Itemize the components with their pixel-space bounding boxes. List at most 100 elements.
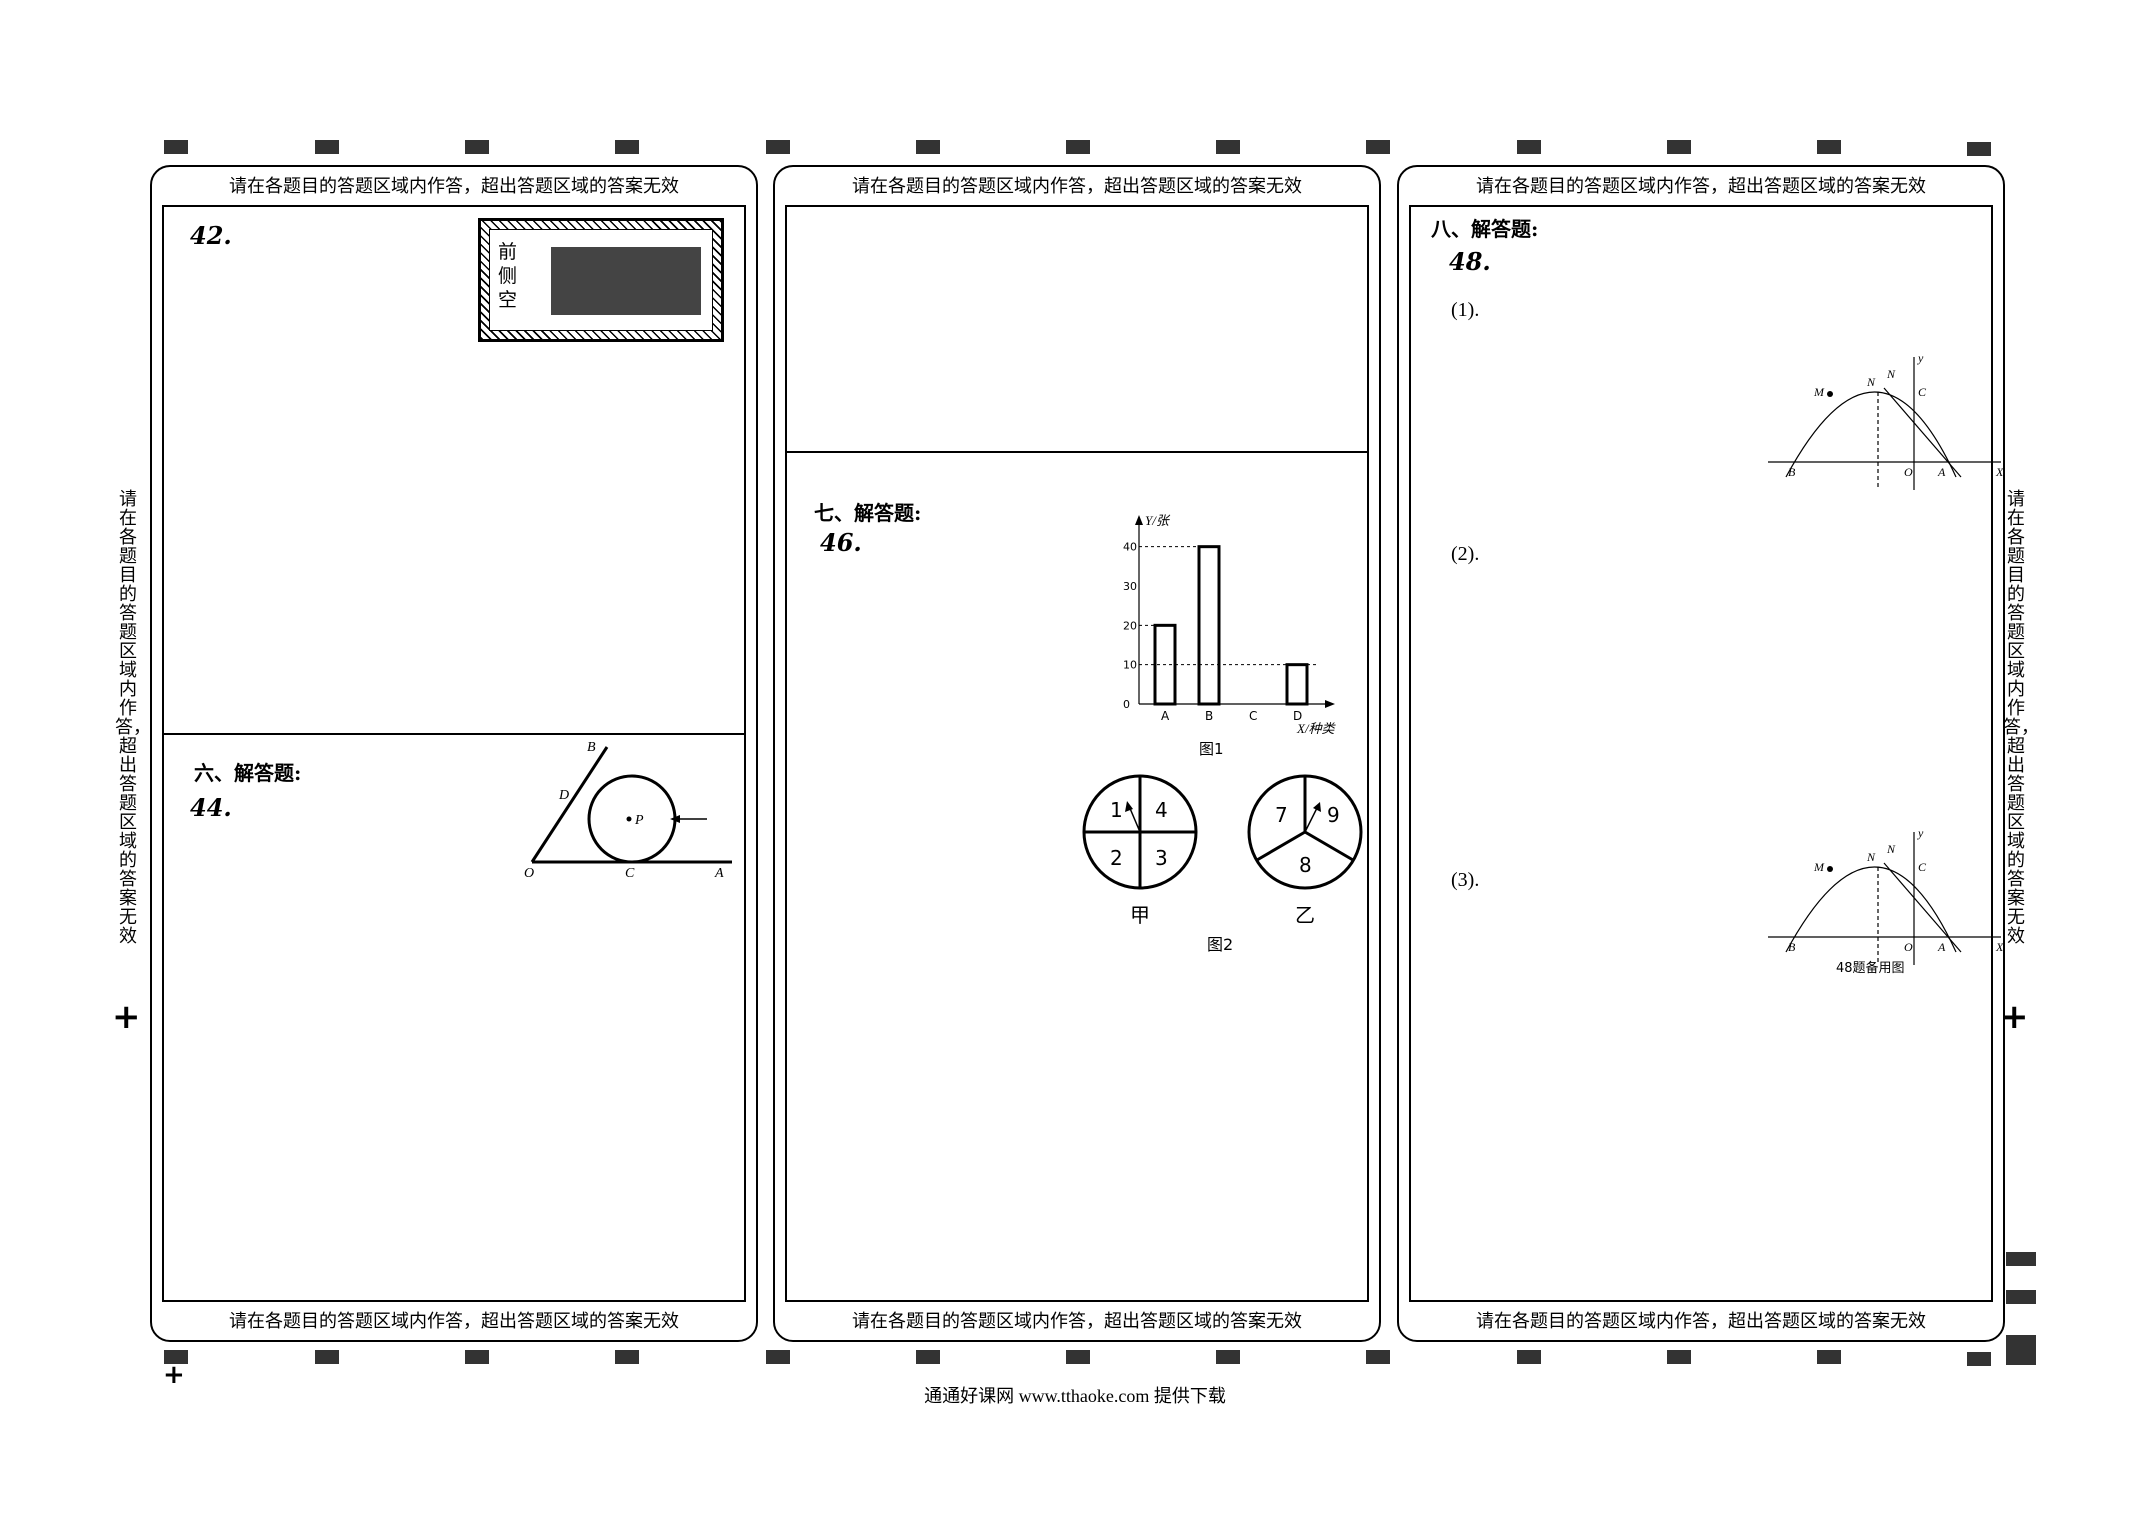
svg-text:M: M [1813, 385, 1825, 399]
timing-mark [1366, 1350, 1390, 1364]
svg-text:C: C [1918, 385, 1927, 399]
timing-mark [315, 1350, 339, 1364]
svg-text:M: M [1813, 860, 1825, 874]
svg-text:X: X [1995, 465, 2004, 479]
timing-mark [1967, 1352, 1991, 1366]
figure-44-tangent-circle: B D P O C A [524, 740, 732, 881]
label-c: C [625, 866, 635, 881]
crosshair-mark: + [163, 1360, 185, 1390]
svg-text:O: O [1904, 465, 1913, 479]
spinner-yi-number: 7 [1275, 803, 1288, 827]
chart-bar [1285, 663, 1309, 706]
svg-text:y: y [1917, 351, 1924, 365]
svg-text:B: B [1788, 940, 1796, 954]
timing-mark [916, 140, 940, 154]
chart-category-label: D [1293, 709, 1302, 723]
footer-credit: 通通好课网 www.tthaoke.com 提供下载 [924, 1386, 1226, 1406]
chart-category-label: B [1205, 709, 1213, 723]
chart-y-label: Y/张 [1145, 513, 1171, 528]
timing-mark [465, 140, 489, 154]
sub-question-3: (3). [1451, 869, 1480, 891]
timing-mark [1366, 140, 1390, 154]
svg-text:C: C [1918, 860, 1927, 874]
panel-notice-top: 请在各题目的答题区域内作答，超出答题区域的答案无效 [229, 176, 679, 197]
spinner-jia-number: 1 [1110, 798, 1123, 822]
divider [787, 451, 1367, 453]
timing-mark [615, 1350, 639, 1364]
svg-text:y: y [1917, 826, 1924, 840]
spinner-jia-number: 2 [1110, 846, 1123, 870]
label-b: B [587, 740, 596, 755]
side-notice-left: 请在各题目的答题区域内作答，超出答题区域的答案无效 [115, 489, 151, 947]
panel-notice-top: 请在各题目的答题区域内作答，超出答题区域的答案无效 [852, 176, 1302, 197]
blank-block [551, 247, 701, 315]
reserved-note-box: 前侧空 [478, 218, 724, 342]
timing-mark [766, 1350, 790, 1364]
chart-y-tick-label: 0 [1123, 698, 1130, 711]
spinner-jia-label: 甲 [1130, 903, 1150, 927]
section-heading-6: 六、解答题: [194, 761, 302, 785]
spinner-jia-number: 4 [1155, 798, 1168, 822]
chart-y-tick-label: 40 [1123, 541, 1137, 554]
question-number-48: 48. [1449, 247, 1491, 276]
spinner-yi-label: 乙 [1295, 903, 1315, 927]
parabola-figure: M N N C y B O A X [1768, 351, 2004, 490]
panel-notice-bottom: 请在各题目的答题区域内作答，超出答题区域的答案无效 [1476, 1311, 1926, 1332]
chart-y-tick-label: 30 [1123, 580, 1137, 593]
figure-2-caption: 图2 [1207, 935, 1233, 954]
timing-mark [1066, 1350, 1090, 1364]
panel-notice-bottom: 请在各题目的答题区域内作答，超出答题区域的答案无效 [852, 1311, 1302, 1332]
panel-notice-bottom: 请在各题目的答题区域内作答，超出答题区域的答案无效 [229, 1311, 679, 1332]
svg-text:N: N [1866, 850, 1876, 864]
chart-category-label: C [1249, 709, 1257, 723]
section-heading-8: 八、解答题: [1431, 217, 1539, 241]
spinner-yi-number: 9 [1327, 803, 1340, 827]
timing-mark [916, 1350, 940, 1364]
panel-notice-top: 请在各题目的答题区域内作答，超出答题区域的答案无效 [1476, 176, 1926, 197]
svg-text:N: N [1886, 367, 1896, 381]
label-d: D [558, 788, 569, 803]
chart-bar [1197, 545, 1221, 706]
label-a: A [714, 866, 724, 881]
chart-y-tick-label: 10 [1123, 659, 1137, 672]
timing-mark [1817, 1350, 1841, 1364]
timing-mark [2006, 1252, 2036, 1266]
timing-mark [1667, 140, 1691, 154]
spinner-jia-number: 3 [1155, 846, 1168, 870]
chart-x-label: X/种类 [1296, 721, 1337, 736]
sub-question-1: (1). [1451, 299, 1480, 321]
svg-text:O: O [1904, 940, 1913, 954]
timing-mark [615, 140, 639, 154]
timing-mark [2006, 1335, 2036, 1365]
chart-y-tick-label: 20 [1123, 619, 1137, 632]
timing-mark [164, 140, 188, 154]
timing-mark [1517, 1350, 1541, 1364]
svg-text:A: A [1937, 940, 1946, 954]
svg-text:N: N [1866, 375, 1876, 389]
answer-panel-middle: 请在各题目的答题区域内作答，超出答题区域的答案无效 七、解答题: 46. 0 10… [773, 165, 1381, 1342]
timing-mark [164, 1350, 188, 1364]
timing-mark [1667, 1350, 1691, 1364]
question-number-44: 44. [190, 793, 232, 822]
spinner-figure-2: 1 4 2 3 7 9 8 甲 乙 图2 [1082, 774, 1363, 954]
label-p: P [634, 813, 644, 828]
crosshair-mark: + [112, 997, 141, 1037]
section-heading-7: 七、解答题: [814, 501, 922, 525]
label-o: O [524, 866, 534, 881]
spare-figure-caption: 48题备用图 [1836, 960, 1905, 976]
parabola-figure-spare: M N N C y B O A X 48题备用图 [1768, 826, 2004, 976]
svg-text:B: B [1788, 465, 1796, 479]
svg-text:N: N [1886, 842, 1896, 856]
spinner-yi-number: 8 [1299, 853, 1312, 877]
chart-bars: A B C D [1139, 545, 1317, 723]
side-notice-right: 请在各题目的答题区域内作答，超出答题区域的答案无效 [2003, 489, 2039, 947]
sub-question-2: (2). [1451, 543, 1480, 565]
question-number-46: 46. [820, 528, 862, 557]
divider [164, 733, 744, 735]
answer-area[interactable]: 八、解答题: 48. (1). (2). (3). M N N C y B O … [1409, 205, 2004, 1302]
chart-category-label: A [1161, 709, 1170, 723]
timing-mark [465, 1350, 489, 1364]
answer-area[interactable]: 42. 六、解答题: 44. B D P O C A [162, 205, 746, 1302]
